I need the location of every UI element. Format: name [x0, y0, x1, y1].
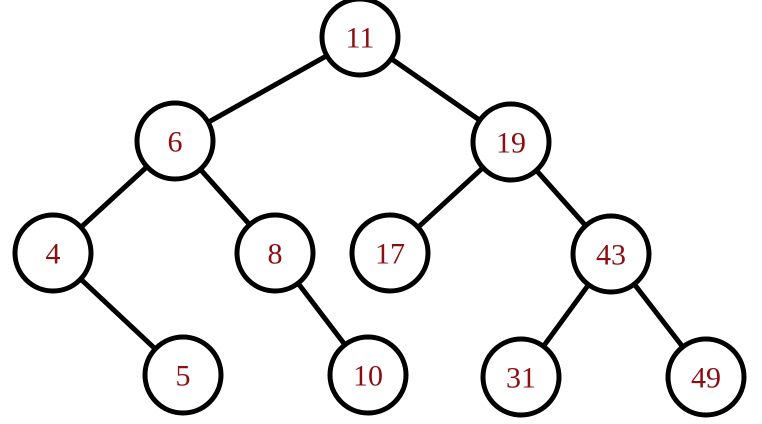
node-label-19: 19 [496, 127, 526, 160]
node-circle-8[interactable] [234, 212, 316, 294]
node-label-5: 5 [176, 360, 191, 393]
node-circle-43[interactable] [570, 213, 652, 295]
tree-node-6[interactable]: 6 [134, 100, 216, 182]
tree-edge-4-5 [76, 275, 160, 353]
node-circle-31[interactable] [480, 336, 562, 418]
node-label-11: 11 [346, 22, 375, 55]
node-circle-10[interactable] [327, 334, 409, 416]
node-circle-19[interactable] [470, 101, 552, 183]
node-circle-11[interactable] [319, 0, 401, 78]
node-label-6: 6 [168, 126, 183, 159]
tree-node-10[interactable]: 10 [327, 334, 409, 416]
tree-node-5[interactable]: 5 [142, 334, 224, 416]
nodes-layer: 11 6 19 4 8 17 43 5 10 31 49 [12, 0, 747, 418]
tree-edge-19-43 [532, 166, 590, 230]
tree-edge-11-6 [203, 52, 332, 126]
tree-edge-11-19 [387, 55, 484, 124]
node-label-31: 31 [506, 362, 536, 395]
node-label-17: 17 [375, 238, 405, 271]
node-circle-17[interactable] [349, 212, 431, 294]
tree-node-17[interactable]: 17 [349, 212, 431, 294]
tree-edge-19-17 [414, 163, 487, 232]
tree-edge-8-10 [294, 279, 349, 349]
tree-edge-6-4 [77, 162, 151, 232]
tree-node-4[interactable]: 4 [12, 212, 94, 294]
node-circle-4[interactable] [12, 212, 94, 294]
node-label-10: 10 [353, 360, 383, 393]
tree-edge-6-8 [196, 165, 254, 229]
tree-node-31[interactable]: 31 [480, 336, 562, 418]
node-circle-6[interactable] [134, 100, 216, 182]
tree-edge-43-31 [539, 280, 593, 351]
tree-node-8[interactable]: 8 [234, 212, 316, 294]
tree-node-43[interactable]: 43 [570, 213, 652, 295]
node-circle-49[interactable] [665, 336, 747, 418]
node-circle-5[interactable] [142, 334, 224, 416]
tree-edge-43-49 [630, 279, 687, 352]
tree-node-11[interactable]: 11 [319, 0, 401, 78]
node-label-43: 43 [596, 239, 626, 272]
tree-node-19[interactable]: 19 [470, 101, 552, 183]
node-label-4: 4 [46, 238, 61, 271]
node-label-8: 8 [268, 238, 283, 271]
edges-layer [76, 52, 687, 353]
node-label-49: 49 [691, 362, 721, 395]
tree-node-49[interactable]: 49 [665, 336, 747, 418]
